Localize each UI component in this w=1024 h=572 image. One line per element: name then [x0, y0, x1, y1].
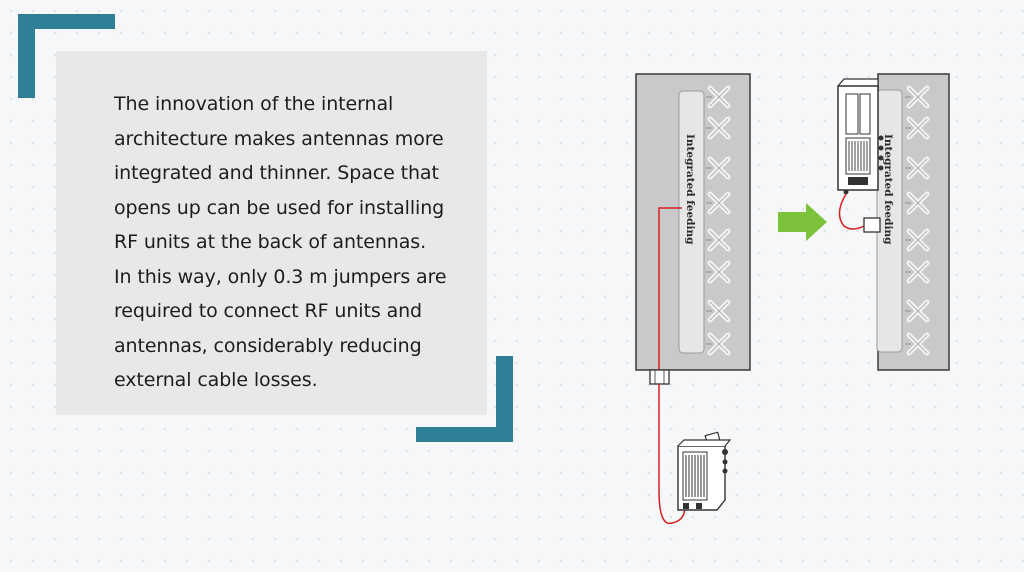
description-text: The innovation of the internal architect…: [114, 93, 447, 391]
left-feed-strip: [678, 90, 705, 354]
left-antenna: Integrated feeding: [635, 73, 751, 525]
left-connector: [649, 369, 670, 385]
bottom-right-bracket-horizontal: [416, 427, 513, 442]
long-jumper-cable: [658, 384, 686, 525]
arrow-right-icon: [778, 203, 827, 241]
right-connector: [863, 217, 881, 233]
top-left-bracket-horizontal: [18, 14, 115, 29]
rf-unit-icon: [677, 431, 732, 511]
top-left-bracket-vertical: [18, 14, 35, 98]
left-feed-label: Integrated feeding: [684, 134, 696, 245]
description-panel: The innovation of the internal architect…: [56, 51, 487, 415]
short-jumper-cable: [838, 193, 865, 230]
left-internal-cable: [658, 207, 682, 372]
right-feed-label: Integrated feeding: [882, 134, 894, 245]
bottom-right-bracket-vertical: [496, 356, 513, 442]
right-antenna: Integrated feeding: [837, 73, 950, 371]
rear-rf-unit-icon: [837, 78, 884, 195]
